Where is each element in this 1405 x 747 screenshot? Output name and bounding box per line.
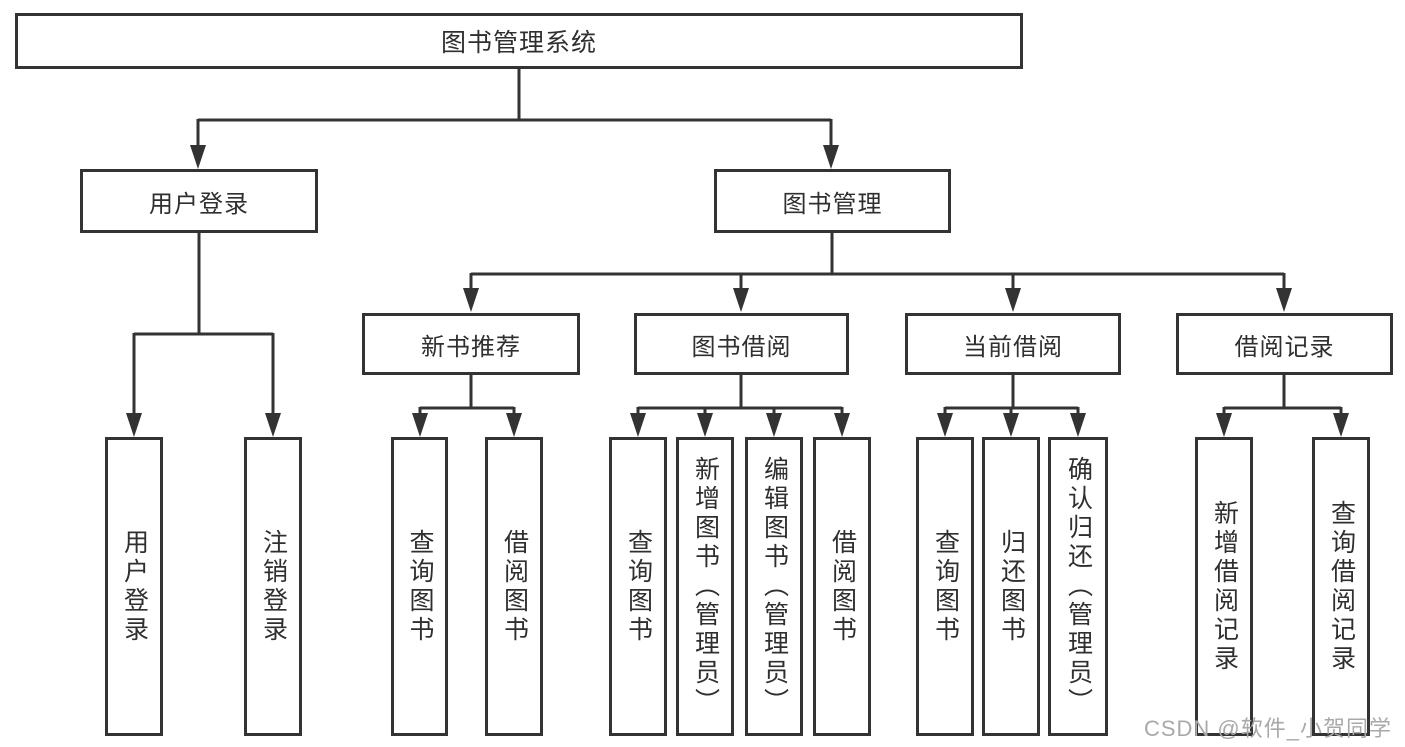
leaf-borrow-books-recommend: 借阅图书 bbox=[485, 437, 543, 736]
tree-edges bbox=[132, 69, 1343, 418]
node-user-login: 用户登录 bbox=[80, 169, 318, 233]
node-book-borrow: 图书借阅 bbox=[634, 313, 849, 375]
csdn-watermark: CSDN @软件_小贺同学 bbox=[1143, 716, 1392, 741]
leaf-logout: 注销登录 bbox=[244, 437, 302, 736]
leaf-query-borrow-record: 查询借阅记录 bbox=[1312, 437, 1370, 736]
leaf-return-books: 归还图书 bbox=[982, 437, 1040, 736]
leaf-confirm-return-admin: 确认归还（管理员） bbox=[1048, 437, 1108, 736]
leaf-user-login: 用户登录 bbox=[105, 437, 163, 736]
node-current-borrow: 当前借阅 bbox=[905, 313, 1121, 375]
node-new-book-recommend: 新书推荐 bbox=[362, 313, 580, 375]
arrowheads bbox=[126, 145, 1349, 437]
leaf-borrow-books-borrow: 借阅图书 bbox=[813, 437, 871, 736]
leaf-add-borrow-record: 新增借阅记录 bbox=[1195, 437, 1253, 736]
leaf-edit-books-admin: 编辑图书（管理员） bbox=[745, 437, 803, 736]
node-root: 图书管理系统 bbox=[15, 13, 1023, 69]
node-borrow-records: 借阅记录 bbox=[1176, 313, 1393, 375]
leaf-add-books-admin: 新增图书（管理员） bbox=[676, 437, 734, 736]
leaf-query-books-borrow: 查询图书 bbox=[609, 437, 667, 736]
leaf-query-books-current: 查询图书 bbox=[916, 437, 974, 736]
leaf-query-books-recommend: 查询图书 bbox=[391, 437, 448, 736]
node-book-management: 图书管理 bbox=[714, 169, 951, 233]
